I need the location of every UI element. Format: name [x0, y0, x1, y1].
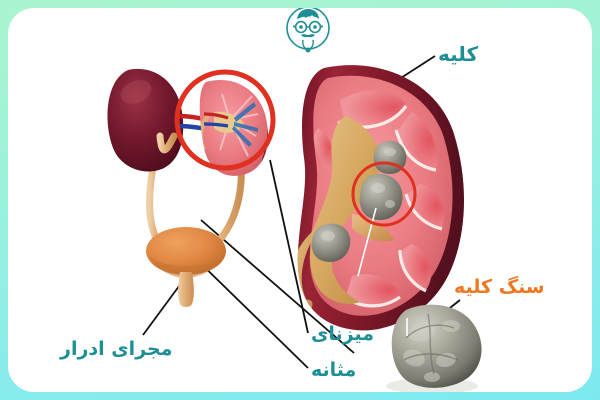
kidney-stone-closeup — [386, 304, 482, 392]
label-bladder: مثانه — [311, 359, 357, 381]
label-kidney: کلیه — [438, 42, 479, 66]
label-ureter: میزنای — [311, 323, 375, 345]
doctor-mascot-logo[interactable] — [270, 8, 346, 58]
urethra — [178, 272, 194, 307]
label-urethra: مجرای ادرار — [60, 338, 173, 360]
anatomy-illustration — [107, 55, 482, 392]
leader-lines — [142, 55, 461, 369]
bladder-shadow — [148, 254, 224, 278]
highlighted-stone — [359, 173, 403, 220]
label-kidney-stone: سنگ کلیه — [454, 276, 545, 298]
pelvis-stones — [311, 140, 407, 262]
logo-glasses-icon — [292, 20, 324, 34]
kidney-cross-section-large — [297, 65, 465, 331]
red-circle-stone — [351, 161, 417, 227]
leader-pelvis — [200, 219, 355, 354]
logo-eyes-icon — [299, 25, 317, 29]
infographic-canvas: کلیه سنگ کلیه مجرای ادرار میزنای مثانه — [8, 8, 592, 392]
bladder — [146, 227, 226, 275]
logo-stethoscope-icon — [302, 39, 314, 53]
leader-urethra — [142, 277, 186, 336]
leader-ureter — [269, 159, 309, 334]
logo-mustache-icon — [301, 34, 315, 38]
red-circle-small-kidney — [174, 69, 276, 171]
sectioned-kidney-small — [174, 69, 276, 176]
logo-hair-icon — [297, 9, 319, 19]
